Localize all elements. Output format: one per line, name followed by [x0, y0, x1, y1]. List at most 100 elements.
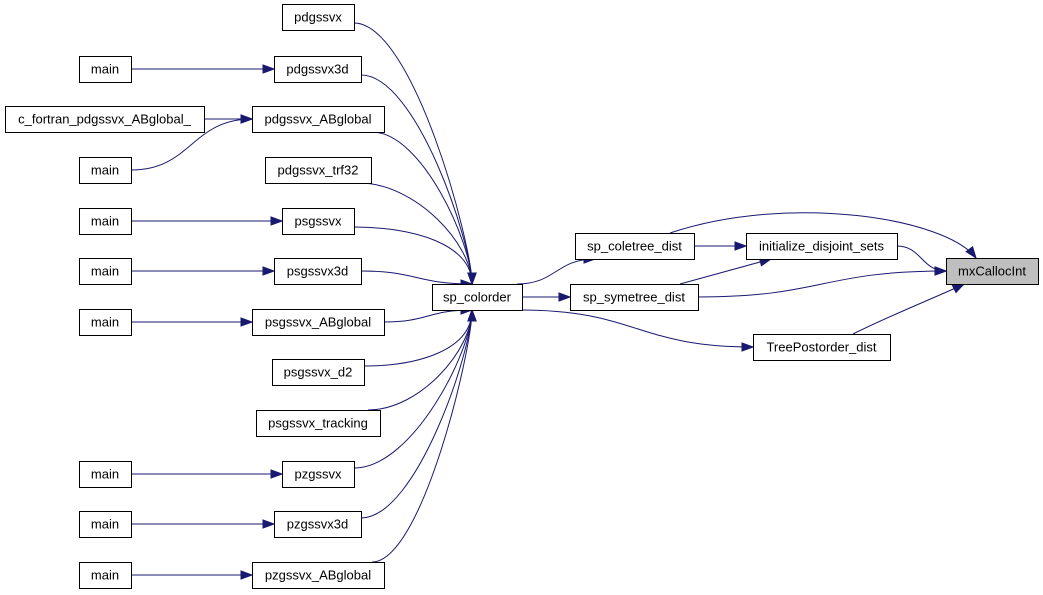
edge-line: [353, 22, 473, 285]
node-psgssvx[interactable]: psgssvx: [282, 208, 355, 235]
node-box: [252, 562, 385, 589]
node-sp-colorder[interactable]: sp_colorder: [432, 284, 523, 311]
node-box: [746, 233, 898, 260]
node-pdgssvx[interactable]: pdgssvx: [282, 4, 355, 31]
node-pdgssvx-abglobal[interactable]: pdgssvx_ABglobal: [252, 106, 385, 133]
node-treepostorder-dist[interactable]: TreePostorder_dist: [753, 334, 891, 361]
edge-line: [896, 245, 947, 272]
node-c-fortran-pdgssvx-abglobal[interactable]: c_fortran_pdgssvx_ABglobal_: [5, 106, 205, 133]
node-label: main: [91, 163, 119, 178]
edge-line: [360, 270, 473, 285]
node-box: [575, 233, 695, 260]
node-main-pzgssvx[interactable]: main: [79, 461, 132, 488]
node-label: pzgssvx_ABglobal: [265, 568, 371, 583]
node-label: psgssvx_tracking: [268, 416, 368, 431]
edge-pzgssvx-abglobal-to-sp-colorder: [371, 308, 477, 563]
edge-treepostorder-dist-to-mxcallocint: [852, 283, 966, 335]
node-pzgssvx-abglobal[interactable]: pzgssvx_ABglobal: [252, 562, 385, 589]
arrowhead: [734, 241, 748, 251]
node-label: mxCallocInt: [958, 264, 1026, 279]
edge-line: [519, 309, 754, 348]
edge-sp-symetree-dist-to-mxcallocint: [697, 266, 948, 298]
edge-line: [371, 131, 473, 285]
node-mxcallocint[interactable]: mxCallocInt: [946, 258, 1039, 285]
node-box: [753, 334, 891, 361]
node-main-pdgssvx3d[interactable]: main: [79, 56, 132, 83]
edge-pdgssvx-trf32-to-sp-colorder: [358, 182, 477, 286]
node-box: [79, 157, 132, 184]
node-box: [274, 511, 362, 538]
edge-line: [852, 283, 965, 335]
node-box: [79, 511, 132, 538]
arrowhead: [262, 519, 276, 529]
node-pzgssvx3d[interactable]: pzgssvx3d: [274, 511, 362, 538]
node-box: [79, 258, 132, 285]
edge-line: [669, 212, 977, 259]
arrowhead: [240, 570, 254, 580]
edge-main-psgssvx3d-to-psgssvx3d: [130, 266, 276, 276]
node-main-pzgssvx3d[interactable]: main: [79, 511, 132, 538]
edge-pdgssvx-to-sp-colorder: [353, 22, 477, 286]
node-pzgssvx[interactable]: pzgssvx: [282, 461, 355, 488]
node-psgssvx-tracking[interactable]: psgssvx_tracking: [256, 410, 381, 437]
edge-main-pdgssvx3d-to-pdgssvx3d: [131, 64, 276, 74]
node-label: psgssvx_d2: [284, 365, 353, 380]
arrowhead: [467, 272, 477, 286]
node-box: [432, 284, 523, 311]
nodes-layer: mxCallocInt initialize_disjoint_sets sp_co…: [5, 4, 1039, 589]
node-label: psgssvx3d: [287, 264, 348, 279]
edge-main-psgssvx-abglobal-to-psgssvx-abglobal: [131, 317, 254, 327]
edge-main-pzgssvx-to-pzgssvx: [131, 469, 284, 479]
node-label: pzgssvx: [295, 467, 342, 482]
edge-line: [516, 258, 596, 285]
node-main-psgssvx3d[interactable]: main: [79, 258, 132, 285]
node-main-pdgssvx-abglobal[interactable]: main: [79, 157, 132, 184]
edges-layer: [130, 22, 977, 580]
node-main-pzgssvx-abglobal[interactable]: main: [79, 562, 132, 589]
node-main-psgssvx-abglobal[interactable]: main: [79, 309, 132, 336]
node-box: [946, 258, 1039, 285]
node-box: [282, 208, 355, 235]
node-label: main: [91, 214, 119, 229]
node-label: psgssvx_ABglobal: [265, 315, 371, 330]
node-box: [274, 258, 362, 285]
node-sp-symetree-dist[interactable]: sp_symetree_dist: [570, 284, 699, 311]
edge-sp-symetree-dist-to-initialize-disjoint-sets: [679, 257, 773, 285]
node-label: main: [91, 517, 119, 532]
node-label: pdgssvx_ABglobal: [265, 112, 372, 127]
node-box: [282, 461, 355, 488]
edge-line: [358, 182, 473, 285]
node-box: [252, 309, 385, 336]
node-main-psgssvx[interactable]: main: [79, 208, 132, 235]
edge-line: [697, 270, 947, 298]
node-psgssvx-d2[interactable]: psgssvx_d2: [272, 359, 365, 386]
node-label: TreePostorder_dist: [766, 340, 876, 355]
arrowhead: [240, 317, 254, 327]
arrowhead: [951, 283, 966, 294]
node-initialize-disjoint-sets[interactable]: initialize_disjoint_sets: [746, 233, 898, 260]
node-box: [79, 562, 132, 589]
node-label: pdgssvx3d: [286, 62, 348, 77]
node-psgssvx-abglobal[interactable]: psgssvx_ABglobal: [252, 309, 385, 336]
node-box: [274, 56, 362, 83]
edge-line: [353, 226, 473, 285]
node-sp-coletree-dist[interactable]: sp_coletree_dist: [575, 233, 695, 260]
arrowhead: [558, 292, 572, 302]
node-box: [5, 106, 205, 133]
edge-line: [130, 118, 253, 171]
node-psgssvx3d[interactable]: psgssvx3d: [274, 258, 362, 285]
node-box: [79, 208, 132, 235]
node-pdgssvx-trf32[interactable]: pdgssvx_trf32: [265, 157, 372, 184]
edge-sp-colorder-to-treepostorder-dist: [519, 309, 755, 352]
edge-main-pdgssvx-abglobal-to-pdgssvx-abglobal: [130, 114, 254, 171]
edge-line: [363, 309, 473, 367]
node-label: c_fortran_pdgssvx_ABglobal_: [18, 112, 191, 127]
node-label: main: [91, 62, 119, 77]
node-pdgssvx3d[interactable]: pdgssvx3d: [274, 56, 362, 83]
node-box: [282, 4, 355, 31]
node-box: [79, 56, 132, 83]
arrowhead: [741, 342, 755, 352]
edge-sp-coletree-dist-to-mxcallocint: [669, 212, 977, 260]
edge-main-psgssvx-to-psgssvx: [131, 216, 284, 226]
